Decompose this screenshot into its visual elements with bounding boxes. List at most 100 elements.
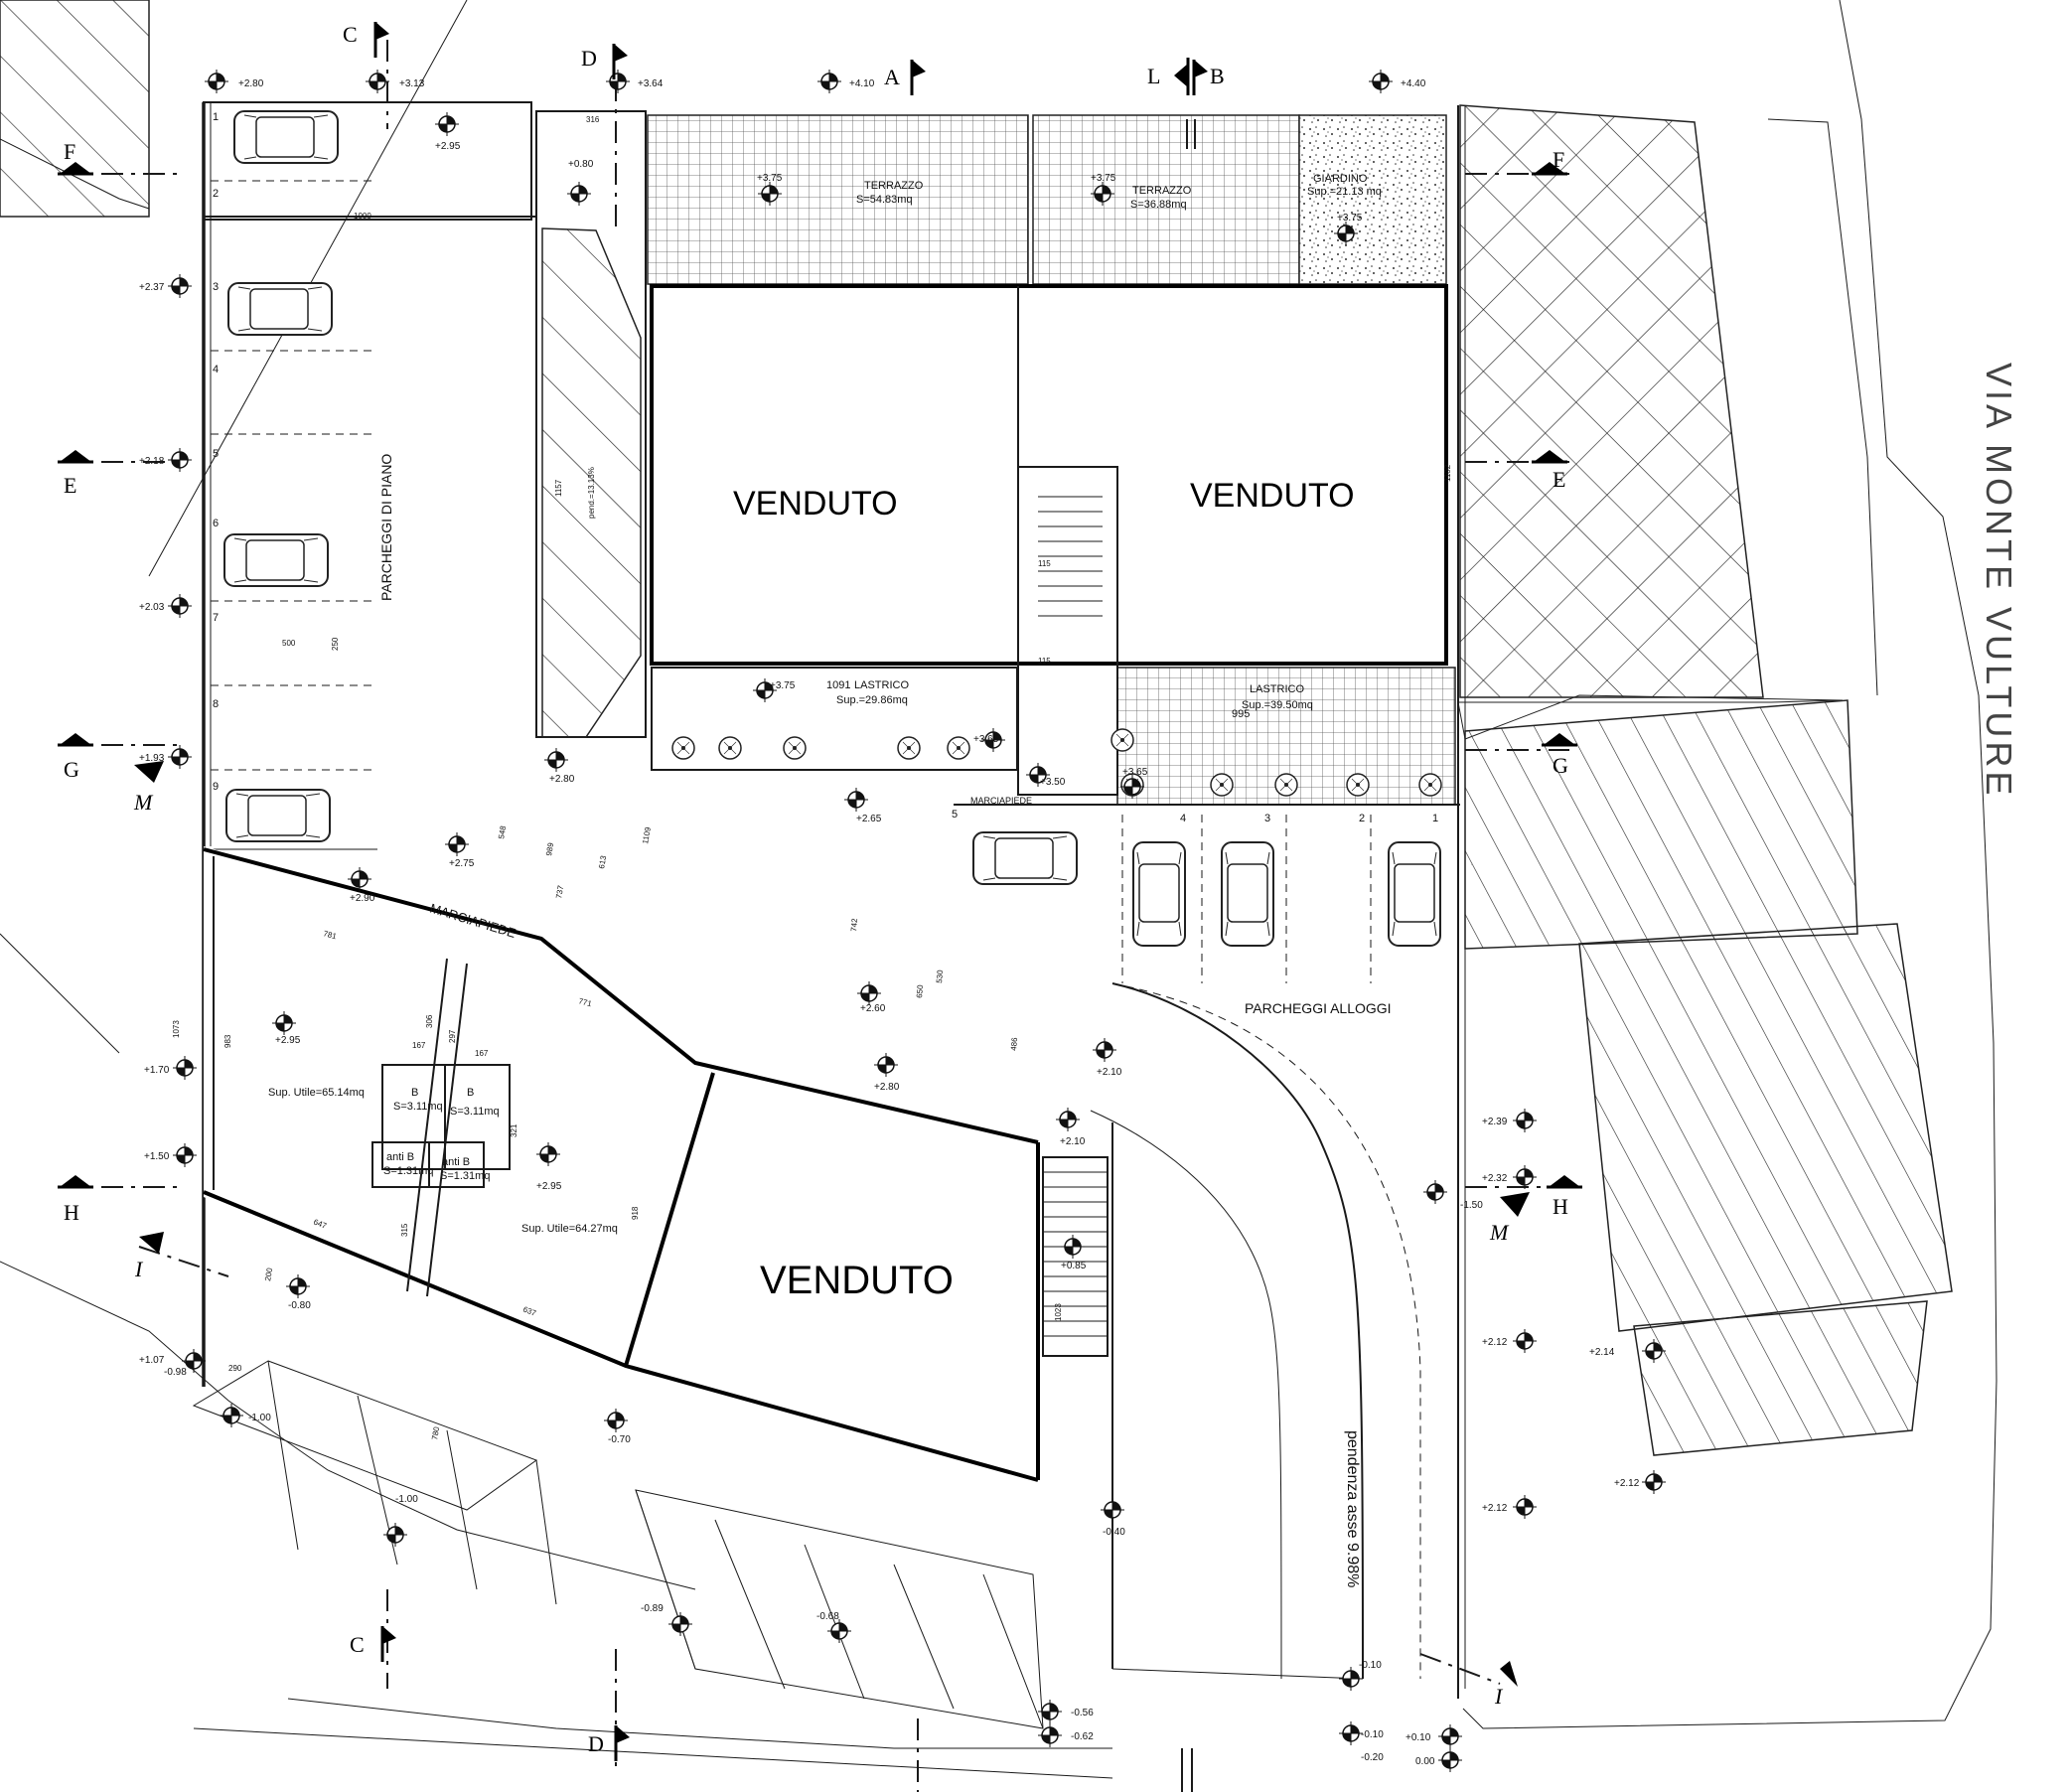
bath-2-label: B [467,1087,474,1099]
svg-text:+2.80: +2.80 [874,1082,900,1093]
parcheggi-alloggi-label: PARCHEGGI ALLOGGI [1245,1000,1392,1016]
svg-text:297: 297 [448,1029,457,1043]
stair-core [1017,466,1118,796]
svg-text:548: 548 [497,824,508,839]
svg-text:+3.65: +3.65 [1122,767,1148,778]
section-marker: L [1147,64,1160,88]
svg-text:918: 918 [631,1206,640,1220]
svg-text:+2.95: +2.95 [275,1035,301,1046]
terrazzo-2-label: TERRAZZO [1132,185,1192,197]
svg-text:737: 737 [554,884,565,899]
section-marker: H [1553,1194,1568,1219]
tree-4 [897,736,921,760]
svg-text:+2.75: +2.75 [449,858,475,869]
svg-text:+2.90: +2.90 [350,893,375,904]
unit-label-3: VENDUTO [760,1259,954,1302]
lastrico-2-area: Sup.=39.50mq [1242,699,1313,711]
svg-text:115: 115 [1038,559,1051,568]
lastrico-1-area: Sup.=29.86mq [836,694,908,706]
garden [1298,114,1447,285]
svg-text:983: 983 [223,1034,232,1048]
svg-text:+3.64: +3.64 [638,78,664,89]
tree-11 [1110,728,1134,752]
svg-text:2: 2 [1359,813,1365,824]
anti-2-area: S=1.31mq [440,1170,490,1182]
pendenza-label: pendenza asse 9.98% [1344,1430,1361,1587]
svg-text:290: 290 [228,1364,242,1373]
section-marker: H [64,1200,79,1225]
svg-text:+2.10: +2.10 [1097,1067,1122,1078]
tree-3 [783,736,807,760]
svg-text:-0.20: -0.20 [1361,1752,1384,1763]
hatch-stripe-1 [1464,699,1858,950]
svg-text:+1.50: +1.50 [144,1151,170,1162]
car-left-2 [227,282,333,336]
svg-text:+2.80: +2.80 [549,774,575,785]
svg-text:+3.65: +3.65 [973,734,999,745]
section-marker: I [1494,1684,1504,1709]
svg-text:1000: 1000 [354,212,371,221]
lastrico-1-num: 1091 [826,679,850,691]
svg-text:+3.13: +3.13 [399,78,425,89]
svg-text:+2.95: +2.95 [536,1181,562,1192]
anti-1-label: anti B [386,1151,414,1163]
lastrico-2-num: 995 [1232,708,1250,720]
svg-text:+2.10: +2.10 [1060,1136,1086,1147]
svg-text:+2.32: +2.32 [1482,1173,1508,1184]
svg-text:5: 5 [213,448,219,460]
stall-numbers-right: 4 3 2 1 5 [952,809,1438,824]
tree-10 [1418,773,1442,797]
svg-text:+2.18: +2.18 [139,456,165,467]
svg-text:+3.75: +3.75 [1337,213,1363,224]
unit-label-2: VENDUTO [1190,477,1355,515]
svg-text:+1.93: +1.93 [139,753,165,764]
section-marker: F [1553,147,1564,172]
hatch-area-green [1459,104,1764,698]
svg-text:530: 530 [935,970,945,984]
lower-building-divider [624,1072,715,1367]
svg-text:-0.98: -0.98 [164,1367,187,1378]
svg-text:115: 115 [1038,657,1051,666]
building-upper [650,284,1448,666]
hatch-stripe-2 [1578,923,1953,1332]
terrazzo-1-area: S=54.83mq [856,194,913,206]
section-marker: C [343,22,358,47]
svg-text:1: 1 [213,111,219,123]
svg-text:0.00: 0.00 [1415,1756,1435,1767]
svg-text:-0.89: -0.89 [641,1603,664,1614]
svg-text:3: 3 [1264,813,1270,824]
svg-text:167: 167 [475,1049,489,1058]
svg-text:+0.85: +0.85 [1061,1261,1087,1271]
svg-text:+1.07: +1.07 [139,1355,165,1366]
svg-text:650: 650 [915,984,925,999]
garden-label: GIARDINO [1313,173,1368,185]
dimension-labels: 316 1000 500 250 115 115 781 771 647 637… [172,115,1452,1440]
svg-text:+3.75: +3.75 [770,680,796,691]
svg-text:+2.65: +2.65 [856,814,882,824]
street-edge [1462,0,1997,1729]
tree-7 [1210,773,1234,797]
section-marker: D [588,1731,604,1756]
svg-text:-0.70: -0.70 [608,1434,631,1445]
section-marker: M [1489,1220,1510,1245]
svg-text:9: 9 [213,781,219,793]
svg-text:+2.39: +2.39 [1482,1117,1508,1127]
svg-text:-0.10: -0.10 [1359,1660,1382,1671]
svg-text:+0.80: +0.80 [568,159,594,170]
sup-utile-1: Sup. Utile=65.14mq [268,1087,365,1099]
svg-text:1: 1 [1432,813,1438,824]
terrazzo-2-area: S=36.88mq [1130,199,1187,211]
terrazzo-1-label: TERRAZZO [864,180,924,192]
svg-text:+2.12: +2.12 [1482,1337,1508,1348]
lastrico-2-label: LASTRICO [1250,683,1304,695]
svg-text:+2.60: +2.60 [860,1003,886,1014]
stair-treads [1038,496,1103,617]
tree-8 [1274,773,1298,797]
svg-text:500: 500 [282,639,296,648]
section-marker: E [64,473,76,498]
level-texts: +2.80 +3.13 +3.64 +4.10 +4.40 +2.95 +0.8… [139,78,1640,1767]
svg-text:6: 6 [213,518,219,529]
driveway-outer [1111,982,1364,1680]
svg-text:7: 7 [213,612,219,624]
bath-1-label: B [411,1087,418,1099]
